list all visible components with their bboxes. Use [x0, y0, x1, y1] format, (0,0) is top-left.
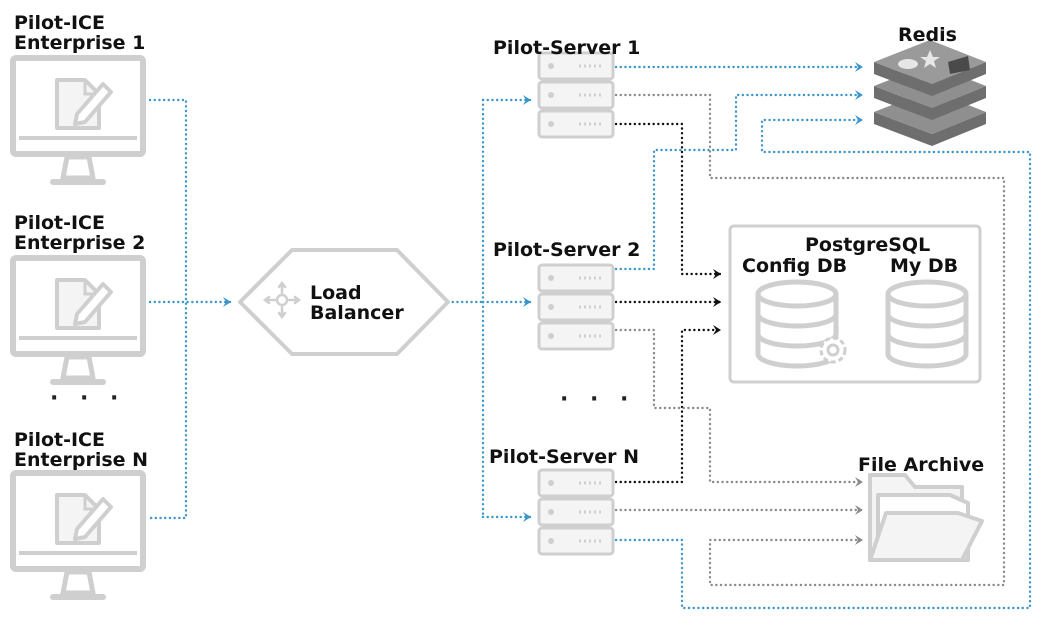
- client-2-label: Pilot-ICE Enterprise 2: [14, 213, 145, 253]
- server-n-icon: [537, 468, 615, 556]
- load-balancer-line1: Load: [310, 282, 362, 304]
- link-client-bus: [148, 98, 188, 520]
- server-2-icon: [537, 263, 615, 351]
- server-2-label: Pilot-Server 2: [493, 239, 641, 261]
- load-balancer-diamond: [238, 248, 450, 356]
- client-n-label: Pilot-ICE Enterprise N: [14, 430, 148, 470]
- config-db-icon: [755, 279, 839, 369]
- link-s1-postgres: [614, 122, 722, 279]
- redis-label: Redis: [898, 24, 957, 46]
- client-1-monitor-icon: [10, 55, 146, 185]
- link-sn-postgres: [614, 325, 722, 484]
- client-1-subtitle: Enterprise 1: [14, 32, 146, 54]
- config-db-label: Config DB: [742, 255, 848, 277]
- client-2-title: Pilot-ICE: [14, 212, 105, 234]
- file-archive-label: File Archive: [858, 454, 985, 476]
- client-n-subtitle: Enterprise N: [14, 449, 149, 471]
- load-balancer-label: Load Balancer: [310, 283, 404, 323]
- client-1-title: Pilot-ICE: [14, 12, 105, 34]
- link-s1-archive: [614, 93, 1006, 587]
- server-n-label: Pilot-Server N: [489, 446, 640, 468]
- settings-gear-icon: [819, 336, 847, 364]
- link-s2-redis: [614, 90, 864, 271]
- my-db-icon: [885, 279, 969, 369]
- load-balancer-icon: [262, 280, 302, 320]
- postgres-title: PostgreSQL: [805, 234, 931, 256]
- server-1-label: Pilot-Server 1: [493, 37, 641, 59]
- server-1-icon: [537, 51, 615, 139]
- servers-ellipsis: · · ·: [560, 387, 636, 412]
- folder-icon: [868, 473, 984, 562]
- load-balancer-line2: Balancer: [310, 302, 404, 324]
- client-n-monitor-icon: [10, 470, 146, 600]
- client-2-monitor-icon: [10, 255, 146, 385]
- client-2-subtitle: Enterprise 2: [14, 232, 146, 254]
- postgres-node: [728, 224, 982, 384]
- connections: [148, 62, 1032, 610]
- clients-ellipsis: · · ·: [50, 386, 126, 411]
- redis-icon: [874, 40, 986, 146]
- load-balancer-node: [238, 248, 450, 356]
- link-sn-redis: [614, 115, 1032, 610]
- client-1-label: Pilot-ICE Enterprise 1: [14, 13, 145, 53]
- my-db-label: My DB: [890, 255, 959, 277]
- client-n-title: Pilot-ICE: [14, 429, 105, 451]
